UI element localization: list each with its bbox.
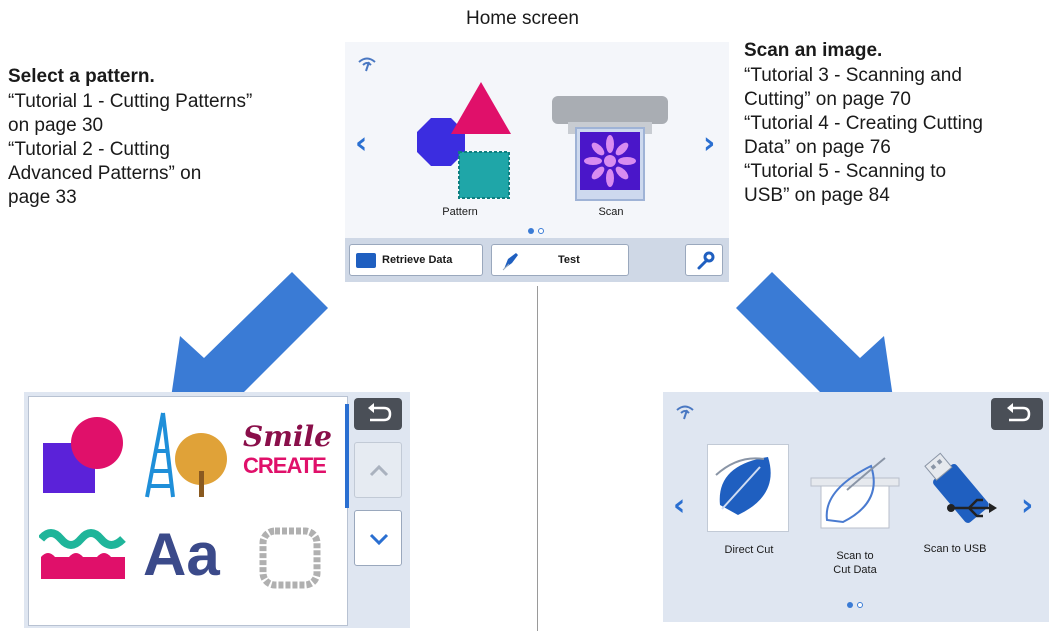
test-button[interactable]: Test: [491, 244, 629, 276]
pattern-grid: Smile CREATE Aa: [28, 396, 348, 626]
next-page-icon[interactable]: ›: [703, 126, 716, 161]
pattern-thumb-border[interactable]: [37, 523, 129, 588]
page-dot-active: [847, 602, 853, 608]
wifi-icon: [357, 56, 377, 77]
scroll-down-button[interactable]: [354, 510, 402, 566]
smile-text: Smile: [243, 420, 332, 453]
fonts-text: Aa: [143, 521, 220, 588]
left-ref-line: on page 30: [8, 115, 104, 136]
usb-drive-icon: [924, 452, 997, 523]
left-text-block: Select a pattern. “Tutorial 1 - Cutting …: [8, 66, 252, 210]
pattern-thumb-frame[interactable]: [255, 523, 325, 598]
left-ref-line: Advanced Patterns” on: [8, 163, 202, 184]
retrieve-data-button[interactable]: Retrieve Data: [349, 244, 483, 276]
prev-page-icon[interactable]: ‹: [355, 126, 368, 161]
scan-to-cut-data-label: Scan to Cut Data: [833, 550, 877, 576]
chevron-down-icon: [369, 533, 389, 546]
pattern-thumb-basic-shapes[interactable]: [39, 413, 125, 502]
page-dot-active: [528, 228, 534, 234]
scan-label: Scan: [598, 206, 624, 218]
pen-icon: [500, 251, 520, 276]
wrench-icon: [695, 251, 715, 276]
left-ref-line: page 33: [8, 187, 77, 208]
leaf-scan-icon: [810, 457, 900, 529]
center-divider: [537, 286, 538, 631]
left-ref-line: “Tutorial 1 - Cutting Patterns”: [8, 91, 253, 112]
scan-to-cut-data-option[interactable]: Scan to Cut Data: [807, 446, 903, 577]
return-icon: [368, 403, 392, 422]
chevron-up-icon: [369, 464, 389, 477]
direct-cut-option[interactable]: Direct Cut: [707, 444, 791, 556]
left-heading: Select a pattern.: [8, 66, 155, 87]
home-screen-title: Home screen: [466, 8, 579, 29]
direct-cut-label: Direct Cut: [724, 544, 774, 556]
wifi-icon: [675, 404, 695, 425]
pattern-label: Pattern: [442, 206, 478, 218]
right-text-block: Scan an image. “Tutorial 3 - Scanning an…: [744, 40, 983, 208]
settings-button[interactable]: [685, 244, 723, 276]
pattern-thumb-eiffel-tree[interactable]: [137, 411, 233, 506]
home-screen: ‹ › Pattern Scan: [345, 42, 729, 282]
right-heading: Scan an image.: [744, 40, 883, 61]
pattern-tile[interactable]: Pattern: [401, 76, 519, 226]
border-icon: [37, 529, 126, 579]
shapes-icon: [417, 82, 511, 199]
scroll-indicator[interactable]: [345, 404, 349, 508]
prev-page-icon[interactable]: ‹: [673, 488, 686, 523]
right-ref-line: Data” on page 76: [744, 137, 891, 158]
back-button[interactable]: [354, 398, 402, 430]
right-ref-line: “Tutorial 4 - Creating Cutting: [744, 113, 984, 134]
scan-to-usb-label: Scan to USB: [923, 543, 987, 555]
right-ref-line: Cutting” on page 70: [744, 89, 911, 110]
page-dot: [538, 228, 544, 234]
test-label: Test: [558, 254, 580, 266]
eiffel-tree-icon: [145, 412, 227, 498]
basic-shapes-icon: [43, 417, 123, 493]
leaf-icon: [715, 457, 771, 515]
frame-icon: [259, 527, 321, 589]
return-icon: [1007, 403, 1031, 422]
pattern-thumb-fonts[interactable]: Aa: [143, 523, 220, 587]
right-ref-line: “Tutorial 5 - Scanning to: [744, 161, 947, 182]
page-dot: [857, 602, 863, 608]
scan-to-usb-option[interactable]: Scan to USB: [913, 444, 997, 555]
pattern-screen: Smile CREATE Aa: [24, 392, 410, 628]
folder-icon: [356, 253, 376, 268]
pattern-thumb-smile-create[interactable]: Smile CREATE: [243, 421, 339, 479]
right-ref-line: “Tutorial 3 - Scanning and: [744, 65, 962, 86]
scan-screen: ‹ › Direct Cut Scan to Cut Data: [663, 392, 1049, 622]
scroll-up-button[interactable]: [354, 442, 402, 498]
retrieve-data-label: Retrieve Data: [382, 254, 453, 266]
scanner-icon: [552, 96, 668, 201]
scan-tile[interactable]: Scan: [550, 94, 672, 226]
create-text: CREATE: [243, 453, 327, 478]
back-button[interactable]: [991, 398, 1043, 430]
right-ref-line: USB” on page 84: [744, 185, 890, 206]
next-page-icon[interactable]: ›: [1021, 488, 1034, 523]
left-ref-line: “Tutorial 2 - Cutting: [8, 139, 170, 160]
